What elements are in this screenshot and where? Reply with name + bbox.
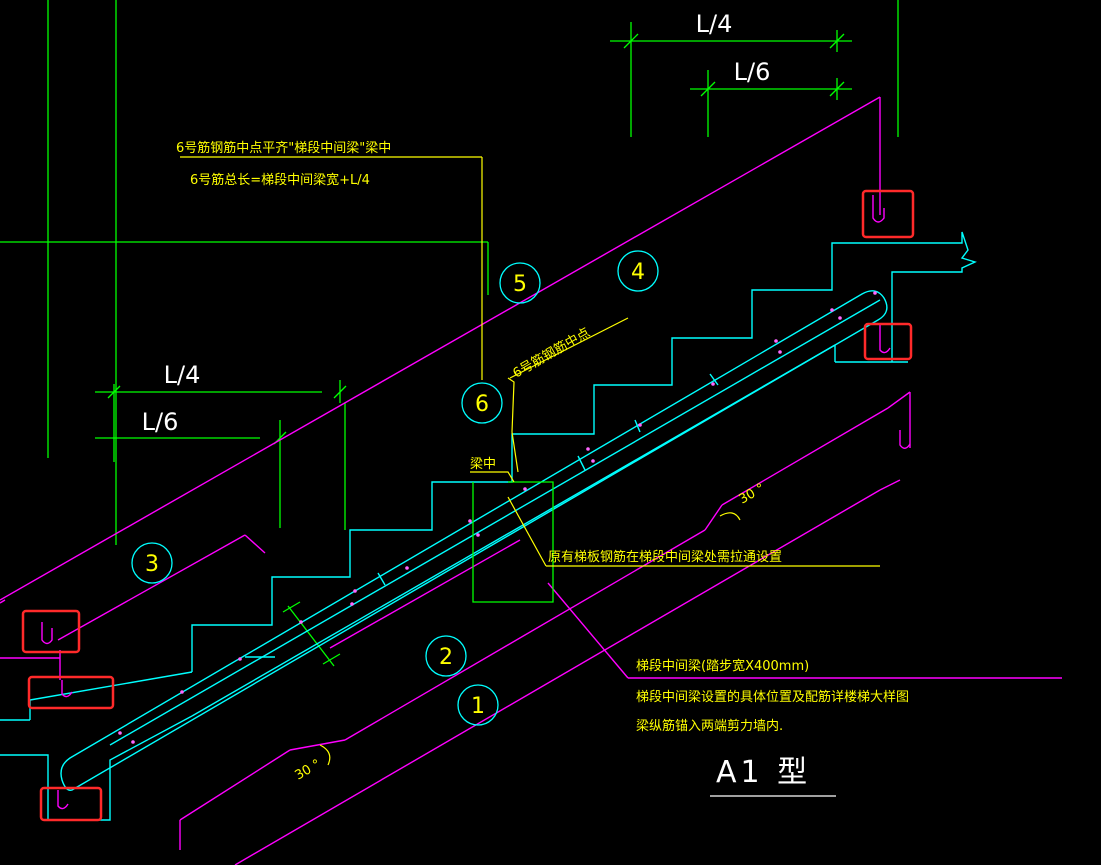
green-reference-lines bbox=[0, 0, 899, 667]
note-beam-anchor: 梁纵筋锚入两端剪力墙内. bbox=[636, 718, 783, 734]
svg-text:6: 6 bbox=[475, 392, 489, 417]
note-rebar6-length: 6号筋总长=梯段中间梁宽+L/4 bbox=[190, 172, 370, 188]
bar-label-5: 5 bbox=[499, 262, 541, 304]
left-dim-l4: L/4 bbox=[164, 361, 201, 389]
top-dim-l6: L/6 bbox=[734, 58, 771, 86]
highlight-box-left-middle bbox=[27, 675, 115, 710]
svg-text:2: 2 bbox=[439, 645, 453, 670]
bar-label-4: 4 bbox=[617, 250, 659, 292]
note-rebar-through: 原有梯板钢筋在梯段中间梁处需拉通设置 bbox=[548, 549, 782, 565]
note-rebar6-align: 6号筋钢筋中点平齐"梯段中间梁"梁中 bbox=[176, 140, 391, 156]
highlight-box-top-right bbox=[861, 189, 915, 239]
highlight-box-left-lower bbox=[39, 786, 103, 822]
svg-text:5: 5 bbox=[513, 272, 527, 297]
rebar-dots bbox=[118, 291, 877, 744]
angle-label-lower: 30 ° bbox=[293, 757, 324, 784]
highlight-box-left-upper bbox=[21, 609, 81, 654]
left-dim-l6: L/6 bbox=[142, 408, 179, 436]
bar-label-1: 1 bbox=[457, 684, 499, 726]
note-beam-center: 梁中 bbox=[470, 457, 496, 472]
svg-text:1: 1 bbox=[471, 694, 485, 719]
bar-label-2: 2 bbox=[425, 635, 467, 677]
yellow-leaders bbox=[180, 156, 880, 766]
bar-label-3: 3 bbox=[131, 542, 173, 584]
bar-label-6: 6 bbox=[461, 382, 503, 424]
highlight-box-mid-right bbox=[863, 322, 913, 361]
cyan-stair-profile bbox=[0, 231, 977, 821]
note-beam-detail: 梯段中间梁设置的具体位置及配筋详楼梯大样图 bbox=[636, 689, 909, 705]
highlight-boxes bbox=[21, 189, 915, 822]
top-dim-l4: L/4 bbox=[696, 10, 733, 38]
magenta-slab-lines bbox=[0, 96, 1062, 865]
angle-label-upper: 30 ° bbox=[737, 481, 768, 508]
mid-beam-outline bbox=[472, 481, 554, 603]
svg-text:3: 3 bbox=[145, 552, 159, 577]
bar-number-labels: 1 2 3 4 5 6 bbox=[131, 250, 659, 726]
note-beam-size: 梯段中间梁(踏步宽X400mm) bbox=[636, 658, 809, 674]
svg-text:4: 4 bbox=[631, 260, 645, 285]
note-rebar6-midpoint: 6号筋钢筋中点 bbox=[510, 324, 593, 381]
drawing-title: A1 型 bbox=[716, 755, 811, 790]
rebar-hooks bbox=[41, 195, 911, 810]
